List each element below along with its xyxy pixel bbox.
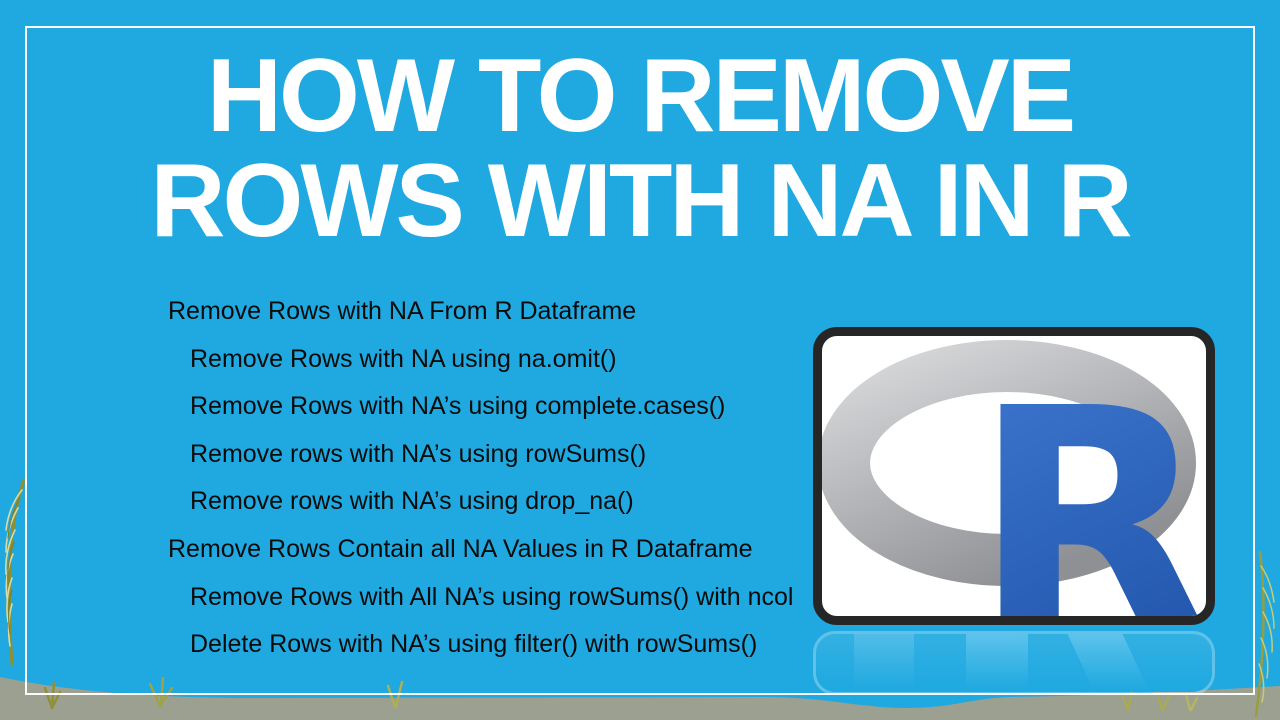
r-logo-reflection <box>813 631 1215 695</box>
toc-item-2: Remove Rows with NA using na.omit() <box>190 344 617 373</box>
ground-strip <box>0 677 1280 720</box>
reflection-fade <box>816 634 1212 692</box>
toc-item-6: Remove Rows Contain all NA Values in R D… <box>168 534 753 563</box>
toc-item-4: Remove rows with NA’s using rowSums() <box>190 439 647 468</box>
toc-item-8: Delete Rows with NA’s using filter() wit… <box>190 630 758 659</box>
grass-tufts-icon <box>43 676 1199 712</box>
title-line-2: ROWS WITH NA IN R <box>150 143 1132 259</box>
toc-item-7: Remove Rows with All NA’s using rowSums(… <box>190 582 794 611</box>
r-logo: R <box>813 327 1215 625</box>
toc-item-5: Remove rows with NA’s using drop_na() <box>190 487 634 516</box>
wheat-decoration-right-icon <box>1254 550 1275 718</box>
toc-list: Remove Rows with NA From R Dataframe Rem… <box>168 288 793 669</box>
toc-item-3: Remove Rows with NA’s using complete.cas… <box>190 392 726 421</box>
r-logo-graphic-icon: R <box>822 340 1206 616</box>
title-line-1: HOW TO REMOVE <box>206 38 1076 154</box>
wheat-decoration-left-icon <box>5 478 26 666</box>
r-logo-ring <box>822 340 1196 586</box>
r-logo-letter: R <box>972 343 1206 616</box>
toc-item-1: Remove Rows with NA From R Dataframe <box>168 297 637 325</box>
slide-title: HOW TO REMOVE ROWS WITH NA IN R <box>25 44 1255 254</box>
